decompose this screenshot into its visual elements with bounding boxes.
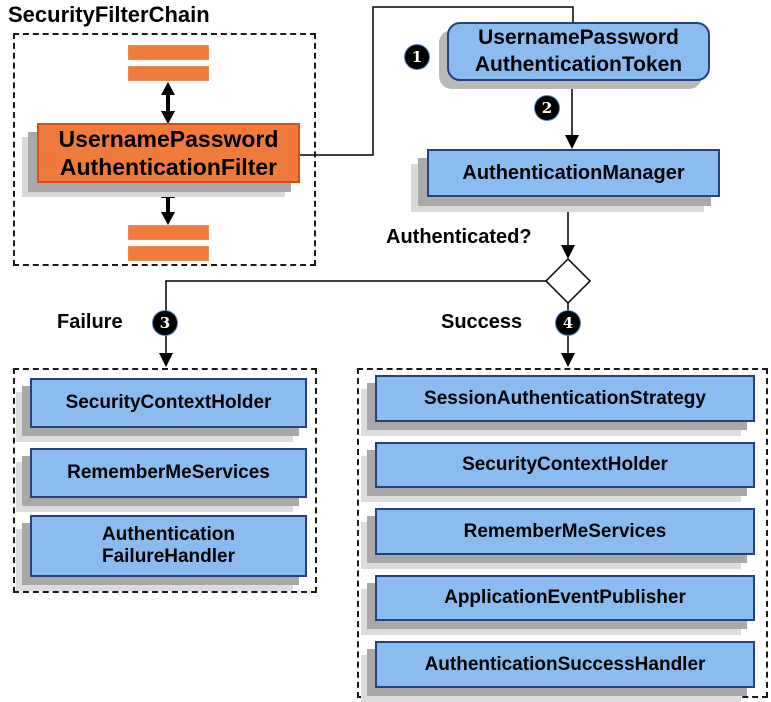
step-3-badge: 3	[153, 311, 177, 335]
filter-bar	[128, 246, 209, 261]
failure-label: Failure	[57, 311, 123, 333]
token-to-manager-arrow	[565, 82, 579, 149]
manager-to-decision-arrow	[561, 198, 575, 259]
authentication-success-handler-box: AuthenticationSuccessHandler	[375, 641, 755, 688]
authentication-manager-box: AuthenticationManager	[427, 149, 720, 197]
list-item-label: ApplicationEventPublisher	[444, 587, 686, 609]
list-item-label: RememberMeServices	[67, 462, 270, 484]
list-item-label-line1: Authentication	[102, 524, 235, 546]
step-1-badge: 1	[405, 45, 429, 69]
token-box-label-line1: UsernamePassword	[478, 26, 679, 50]
step-2-number: 2	[541, 99, 553, 117]
filter-box-label-line2: AuthenticationFilter	[59, 154, 278, 180]
step-1-number: 1	[411, 48, 423, 66]
username-password-authentication-token-box: UsernamePassword AuthenticationToken	[447, 22, 710, 81]
double-arrow-bottom-icon	[161, 185, 175, 225]
filter-bar	[128, 66, 209, 81]
failure-handlers-panel	[13, 368, 317, 593]
filter-chain-panel	[13, 33, 316, 266]
list-item-label: SecurityContextHolder	[65, 392, 272, 414]
double-arrow-top-icon	[161, 82, 175, 124]
session-authentication-strategy-box: SessionAuthenticationStrategy	[375, 375, 755, 422]
step-4-number: 4	[562, 314, 574, 332]
step-3-number: 3	[159, 314, 171, 332]
list-item-label: SessionAuthenticationStrategy	[424, 387, 706, 409]
filter-bar	[128, 225, 209, 240]
remember-me-services-success-box: RememberMeServices	[375, 508, 755, 555]
token-box-label-line2: AuthenticationToken	[474, 52, 683, 76]
step-2-badge: 2	[535, 96, 559, 120]
list-item-label: RememberMeServices	[463, 520, 667, 542]
list-item-label-line2: FailureHandler	[101, 546, 236, 567]
success-label: Success	[441, 311, 523, 333]
authenticated-label: Authenticated?	[386, 226, 532, 248]
security-context-holder-success-box: SecurityContextHolder	[375, 442, 755, 488]
step-4-badge: 4	[556, 311, 580, 335]
application-event-publisher-box: ApplicationEventPublisher	[375, 575, 755, 621]
list-item-label: SecurityContextHolder	[462, 454, 668, 476]
remember-me-services-box: RememberMeServices	[30, 448, 307, 498]
authentication-failure-handler-box: Authentication FailureHandler	[30, 515, 307, 577]
diagram-title: SecurityFilterChain	[8, 2, 210, 27]
filter-box-label-line1: UsernamePassword	[58, 125, 279, 152]
security-context-holder-box: SecurityContextHolder	[30, 378, 307, 428]
manager-box-label: AuthenticationManager	[462, 161, 685, 184]
list-item-label: AuthenticationSuccessHandler	[424, 653, 706, 675]
filter-bar	[128, 45, 209, 60]
success-handlers-panel	[357, 368, 768, 698]
username-password-authentication-filter-box: UsernamePassword AuthenticationFilter	[37, 123, 300, 183]
decision-diamond	[544, 257, 592, 305]
filter-to-token-connector	[300, 6, 574, 156]
